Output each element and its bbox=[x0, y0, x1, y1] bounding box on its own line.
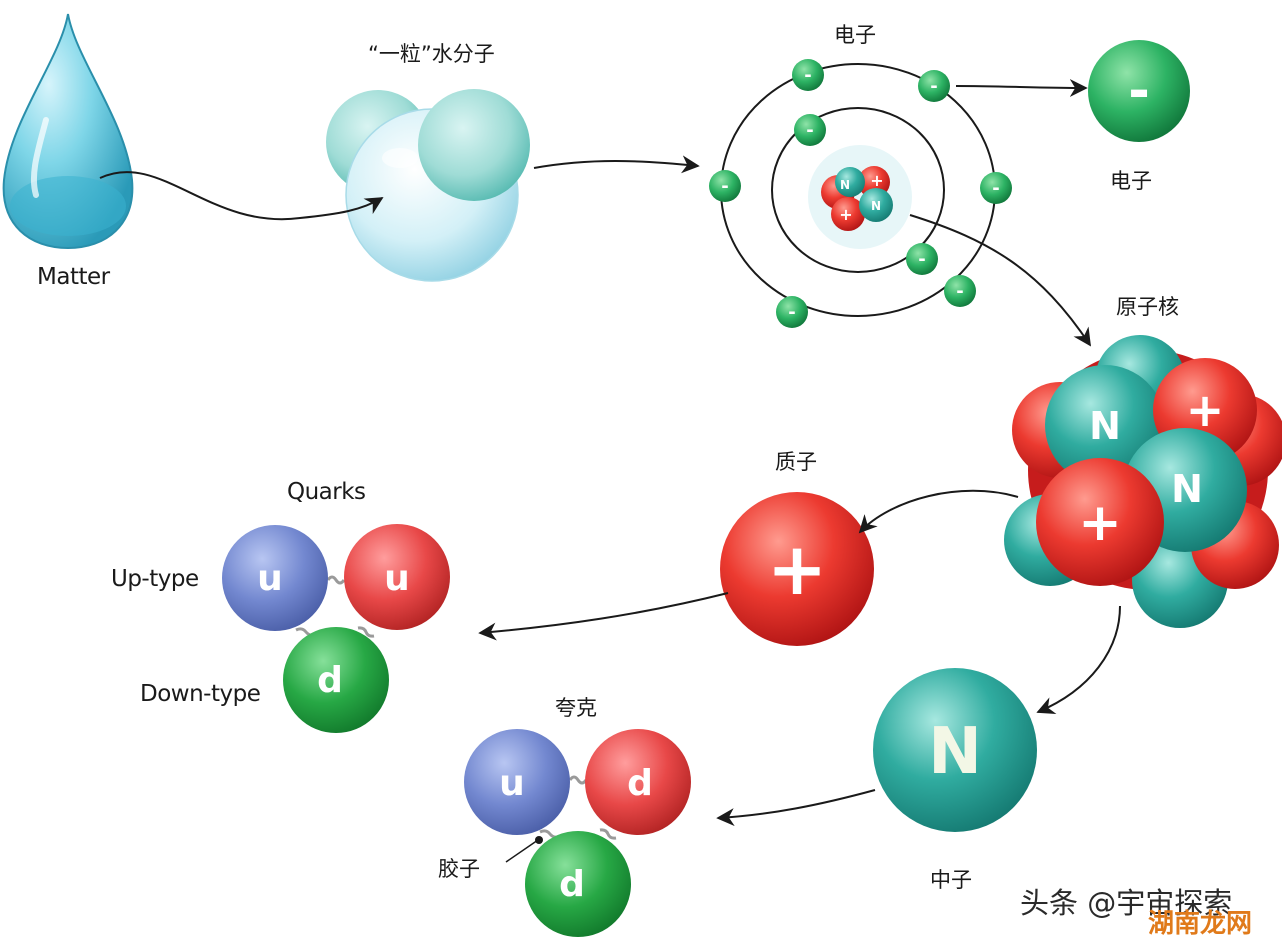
orbit-electron bbox=[944, 275, 976, 307]
up-quark-2-symbol: u bbox=[384, 558, 410, 599]
svg-text:N: N bbox=[840, 178, 850, 192]
arrow-atom-to-electron bbox=[955, 78, 1088, 97]
arrow-atom-to-nucleus bbox=[909, 214, 1091, 347]
inner-orbit bbox=[771, 107, 945, 273]
down-quark-2-symbol: d bbox=[627, 763, 653, 804]
arrow-proton-to-quarks bbox=[478, 592, 729, 641]
label-matter: Matter bbox=[37, 264, 110, 290]
down-quark-3-symbol: d bbox=[559, 864, 585, 905]
label-quarks: Quarks bbox=[287, 479, 366, 505]
label-nucleus: 原子核 bbox=[1116, 295, 1179, 319]
orbit-electron-symbol: - bbox=[721, 176, 728, 197]
flow-arrows bbox=[99, 78, 1121, 827]
quark-triad-proton: u u d bbox=[222, 524, 450, 733]
watermark-site: 湖南龙网 bbox=[1148, 909, 1253, 939]
label-electron-top: 电子 bbox=[834, 23, 876, 47]
neutron-particle: N bbox=[873, 668, 1037, 832]
arrow-molecule-to-atom bbox=[533, 155, 700, 174]
neutron-symbol: N bbox=[928, 715, 982, 789]
label-quark-zh: 夸克 bbox=[555, 696, 597, 720]
orbit-electron bbox=[792, 59, 824, 91]
svg-text:+: + bbox=[1078, 493, 1122, 553]
svg-text:+: + bbox=[1186, 383, 1225, 437]
proton-particle: + bbox=[720, 492, 874, 646]
label-neutron: 中子 bbox=[930, 868, 972, 892]
watermark-platform: 头条 @宇宙探索 bbox=[1020, 886, 1233, 920]
down-quark-1-symbol: d bbox=[317, 660, 343, 701]
water-droplet bbox=[2, 13, 134, 250]
quark-triad-neutron: u d d bbox=[464, 729, 691, 937]
orbit-electron bbox=[980, 172, 1012, 204]
orbit-electron bbox=[918, 70, 950, 102]
label-gluon: 胶子 bbox=[438, 857, 480, 881]
svg-text:+: + bbox=[870, 171, 883, 190]
label-electron-right: 电子 bbox=[1110, 169, 1152, 193]
orbit-electron bbox=[906, 243, 938, 275]
proton-symbol: + bbox=[767, 527, 827, 611]
label-up-type: Up-type bbox=[111, 566, 199, 592]
up-quark-1-symbol: u bbox=[257, 558, 283, 599]
free-electron-symbol: - bbox=[1128, 61, 1150, 121]
arrow-nucleus-to-proton bbox=[858, 489, 1019, 534]
orbit-electron bbox=[794, 114, 826, 146]
arrow-neutron-to-quarks bbox=[716, 789, 876, 827]
orbit-electron-symbol: - bbox=[804, 65, 811, 86]
svg-text:+: + bbox=[839, 205, 852, 224]
label-down-type: Down-type bbox=[140, 681, 261, 707]
free-electron: - bbox=[1088, 40, 1190, 142]
orbit-electron bbox=[709, 170, 741, 202]
label-proton: 质子 bbox=[775, 450, 817, 474]
water-molecule bbox=[326, 89, 530, 282]
up-quark-3-symbol: u bbox=[499, 763, 525, 804]
svg-text:N: N bbox=[1089, 404, 1121, 448]
svg-text:N: N bbox=[1171, 467, 1203, 511]
orbit-electrons: - - - - - - - - bbox=[709, 59, 1012, 328]
label-water-molecule: “一粒”水分子 bbox=[368, 42, 495, 66]
orbit-electron-symbol: - bbox=[806, 120, 813, 141]
arrow-nucleus-to-neutron bbox=[1036, 605, 1121, 714]
orbit-electron-symbol: - bbox=[956, 281, 963, 302]
arrow-matter-to-molecule bbox=[99, 171, 384, 221]
nucleus-cluster: N + N + bbox=[1004, 335, 1282, 628]
orbit-electron-symbol: - bbox=[930, 76, 937, 97]
orbit-electron bbox=[776, 296, 808, 328]
orbit-electron-symbol: - bbox=[788, 302, 795, 323]
orbit-electron-symbol: - bbox=[992, 178, 999, 199]
orbit-electron-symbol: - bbox=[918, 249, 925, 270]
svg-text:N: N bbox=[871, 199, 881, 213]
atom-nucleus: N + + N bbox=[808, 145, 912, 249]
